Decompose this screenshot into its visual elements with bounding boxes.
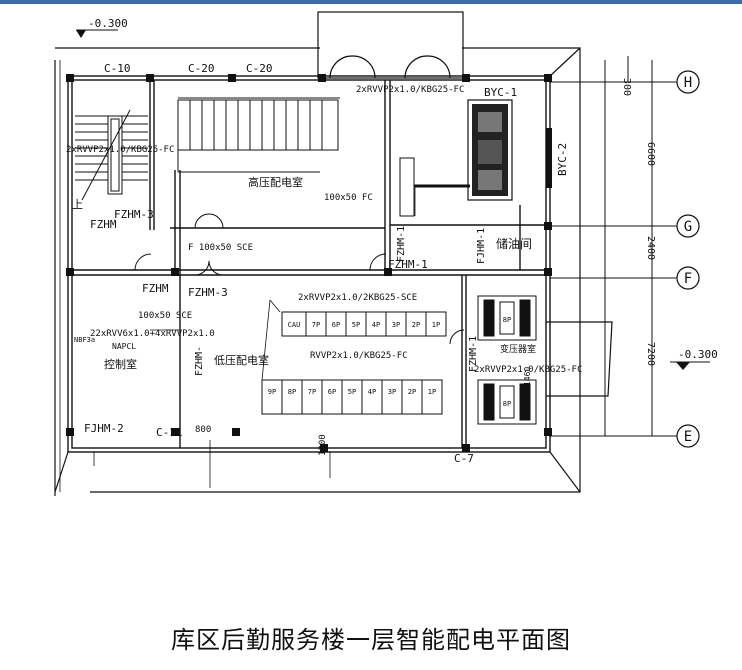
door-fzhm-ctrl: FZHM-	[194, 346, 205, 376]
door-fzhm3-b: FZHM-3	[188, 286, 228, 299]
cable-7: 22xRVV6x1.0+4xRVVP2x1.0	[90, 329, 215, 339]
lv-bottom-panel-label: 6P	[328, 388, 336, 396]
elevation-right	[670, 361, 710, 370]
cable-6: 2xRVVP2x1.0/2KBG25-SCE	[298, 293, 417, 303]
col-c11: C-11	[156, 426, 183, 439]
elevation-top-left	[76, 29, 118, 38]
door-fzhm-v: FZHM-1	[468, 336, 479, 372]
outer-top-right-bottom	[90, 47, 581, 493]
small-cabinet	[399, 157, 415, 217]
room-low-voltage: 低压配电室	[214, 353, 269, 367]
cable-11: NBF3a	[74, 336, 95, 344]
dim-800: 800	[195, 425, 211, 435]
transformer-label-1: 8P	[503, 316, 511, 324]
axis-bubble-f	[676, 266, 700, 290]
axis-label-e: E	[684, 429, 692, 445]
lv-top-panel-label: CAU	[288, 321, 301, 329]
door-fzhm1-b: FZHM-1	[396, 226, 407, 262]
col-c20a: C-20	[188, 62, 215, 75]
transformer-projection	[546, 321, 613, 397]
door-swings	[134, 213, 465, 345]
cable-10: NAPCL	[112, 342, 136, 351]
column-markers	[66, 74, 552, 452]
label-byc2: BYC-2	[556, 143, 569, 176]
axis-bubble-e	[676, 424, 700, 448]
room-transformer: 变压器室	[500, 343, 536, 355]
drawing-title: 库区后勤服务楼一层智能配电平面图	[171, 626, 571, 654]
cable-8: RVVP2x1.0/KBG25-FC	[310, 351, 408, 361]
cable-3: 100x50 FC	[324, 193, 373, 203]
dim-2400: 2400	[645, 236, 656, 260]
cable-2: 2xRVVP2x1.0/KBG25-FC	[66, 145, 174, 155]
building-walls	[67, 75, 551, 453]
top-entrance	[317, 11, 464, 79]
leader-lines	[59, 60, 416, 492]
axis-grid-lines	[550, 56, 678, 437]
lv-bottom-panel-label: 9P	[268, 388, 276, 396]
lv-bottom-panel-labels: 9P 8P 7P 6P 5P 4P 3P 2P 1P	[268, 388, 436, 396]
label-byc1: BYC-1	[484, 86, 517, 99]
lv-bottom-panels	[261, 379, 443, 415]
lv-top-panel-labels: CAU 7P 6P 5P 4P 3P 2P 1P	[288, 321, 441, 329]
lv-bottom-panel-label: 1P	[428, 388, 436, 396]
lv-bottom-panel-label: 7P	[308, 388, 316, 396]
room-control: 控制室	[104, 357, 137, 371]
axis-label-f: F	[684, 271, 692, 287]
lv-bottom-panel-label: 4P	[368, 388, 376, 396]
elevation-top-left-text: -0.300	[88, 17, 128, 30]
transformer-byc1	[467, 99, 513, 201]
cable-4: F 100x50 SCE	[188, 243, 253, 253]
lv-top-panel-label: 7P	[312, 321, 320, 329]
lv-top-panel-label: 5P	[352, 321, 360, 329]
door-fzhm1-a: FZHM-1	[388, 258, 428, 271]
lv-top-panel-label: 3P	[392, 321, 400, 329]
lv-top-panel-label: 4P	[372, 321, 380, 329]
door-fzhm-a: FZHM	[90, 218, 117, 231]
col-c7: C-7	[454, 452, 474, 465]
cable-5: 100x50 SCE	[138, 311, 192, 321]
byc2-bar	[546, 128, 552, 188]
dim-1200: 1200	[318, 434, 328, 456]
dim-300: 300	[621, 78, 632, 96]
dim-7200: 7200	[645, 342, 656, 366]
door-fjhm2: FJHM-2	[84, 422, 124, 435]
window-top-border	[0, 0, 742, 4]
lv-top-panel-label: 2P	[412, 321, 420, 329]
door-fzhm-b: FZHM	[142, 282, 169, 295]
axis-bubble-g	[676, 214, 700, 238]
door-fjhm1: FJHM-1	[476, 228, 487, 264]
transformer-label-2: 8P	[503, 400, 511, 408]
dim-6600: 6600	[645, 142, 656, 166]
axis-label-g: G	[684, 219, 692, 235]
col-c10: C-10	[104, 62, 131, 75]
lv-bottom-panel-label: 3P	[388, 388, 396, 396]
stairs	[75, 109, 148, 201]
dim-1460: 1460	[523, 367, 532, 386]
lv-bottom-panel-label: 2P	[408, 388, 416, 396]
room-high-voltage: 高压配电室	[248, 175, 303, 189]
hv-switchgear-row	[177, 97, 340, 173]
cable-9: 2xRVVP2x1.0/KBG25-FC	[474, 365, 582, 375]
col-c20b: C-20	[246, 62, 273, 75]
lv-bottom-panel-label: 5P	[348, 388, 356, 396]
label-stair-up: 上	[72, 198, 83, 211]
transformer-units	[477, 295, 537, 425]
lv-top-panel-label: 1P	[432, 321, 440, 329]
lv-bottom-panel-label: 8P	[288, 388, 296, 396]
axis-bubble-h	[676, 70, 700, 94]
lv-top-panels	[281, 311, 447, 337]
elevation-right-text: -0.300	[678, 348, 718, 361]
room-oil-storage: 储油间	[496, 236, 532, 251]
axis-label-h: H	[684, 75, 692, 91]
door-fzhm3-a: FZHM-3	[114, 208, 154, 221]
lv-top-panel-label: 6P	[332, 321, 340, 329]
cable-1: 2xRVVP2x1.0/KBG25-FC	[356, 85, 464, 95]
